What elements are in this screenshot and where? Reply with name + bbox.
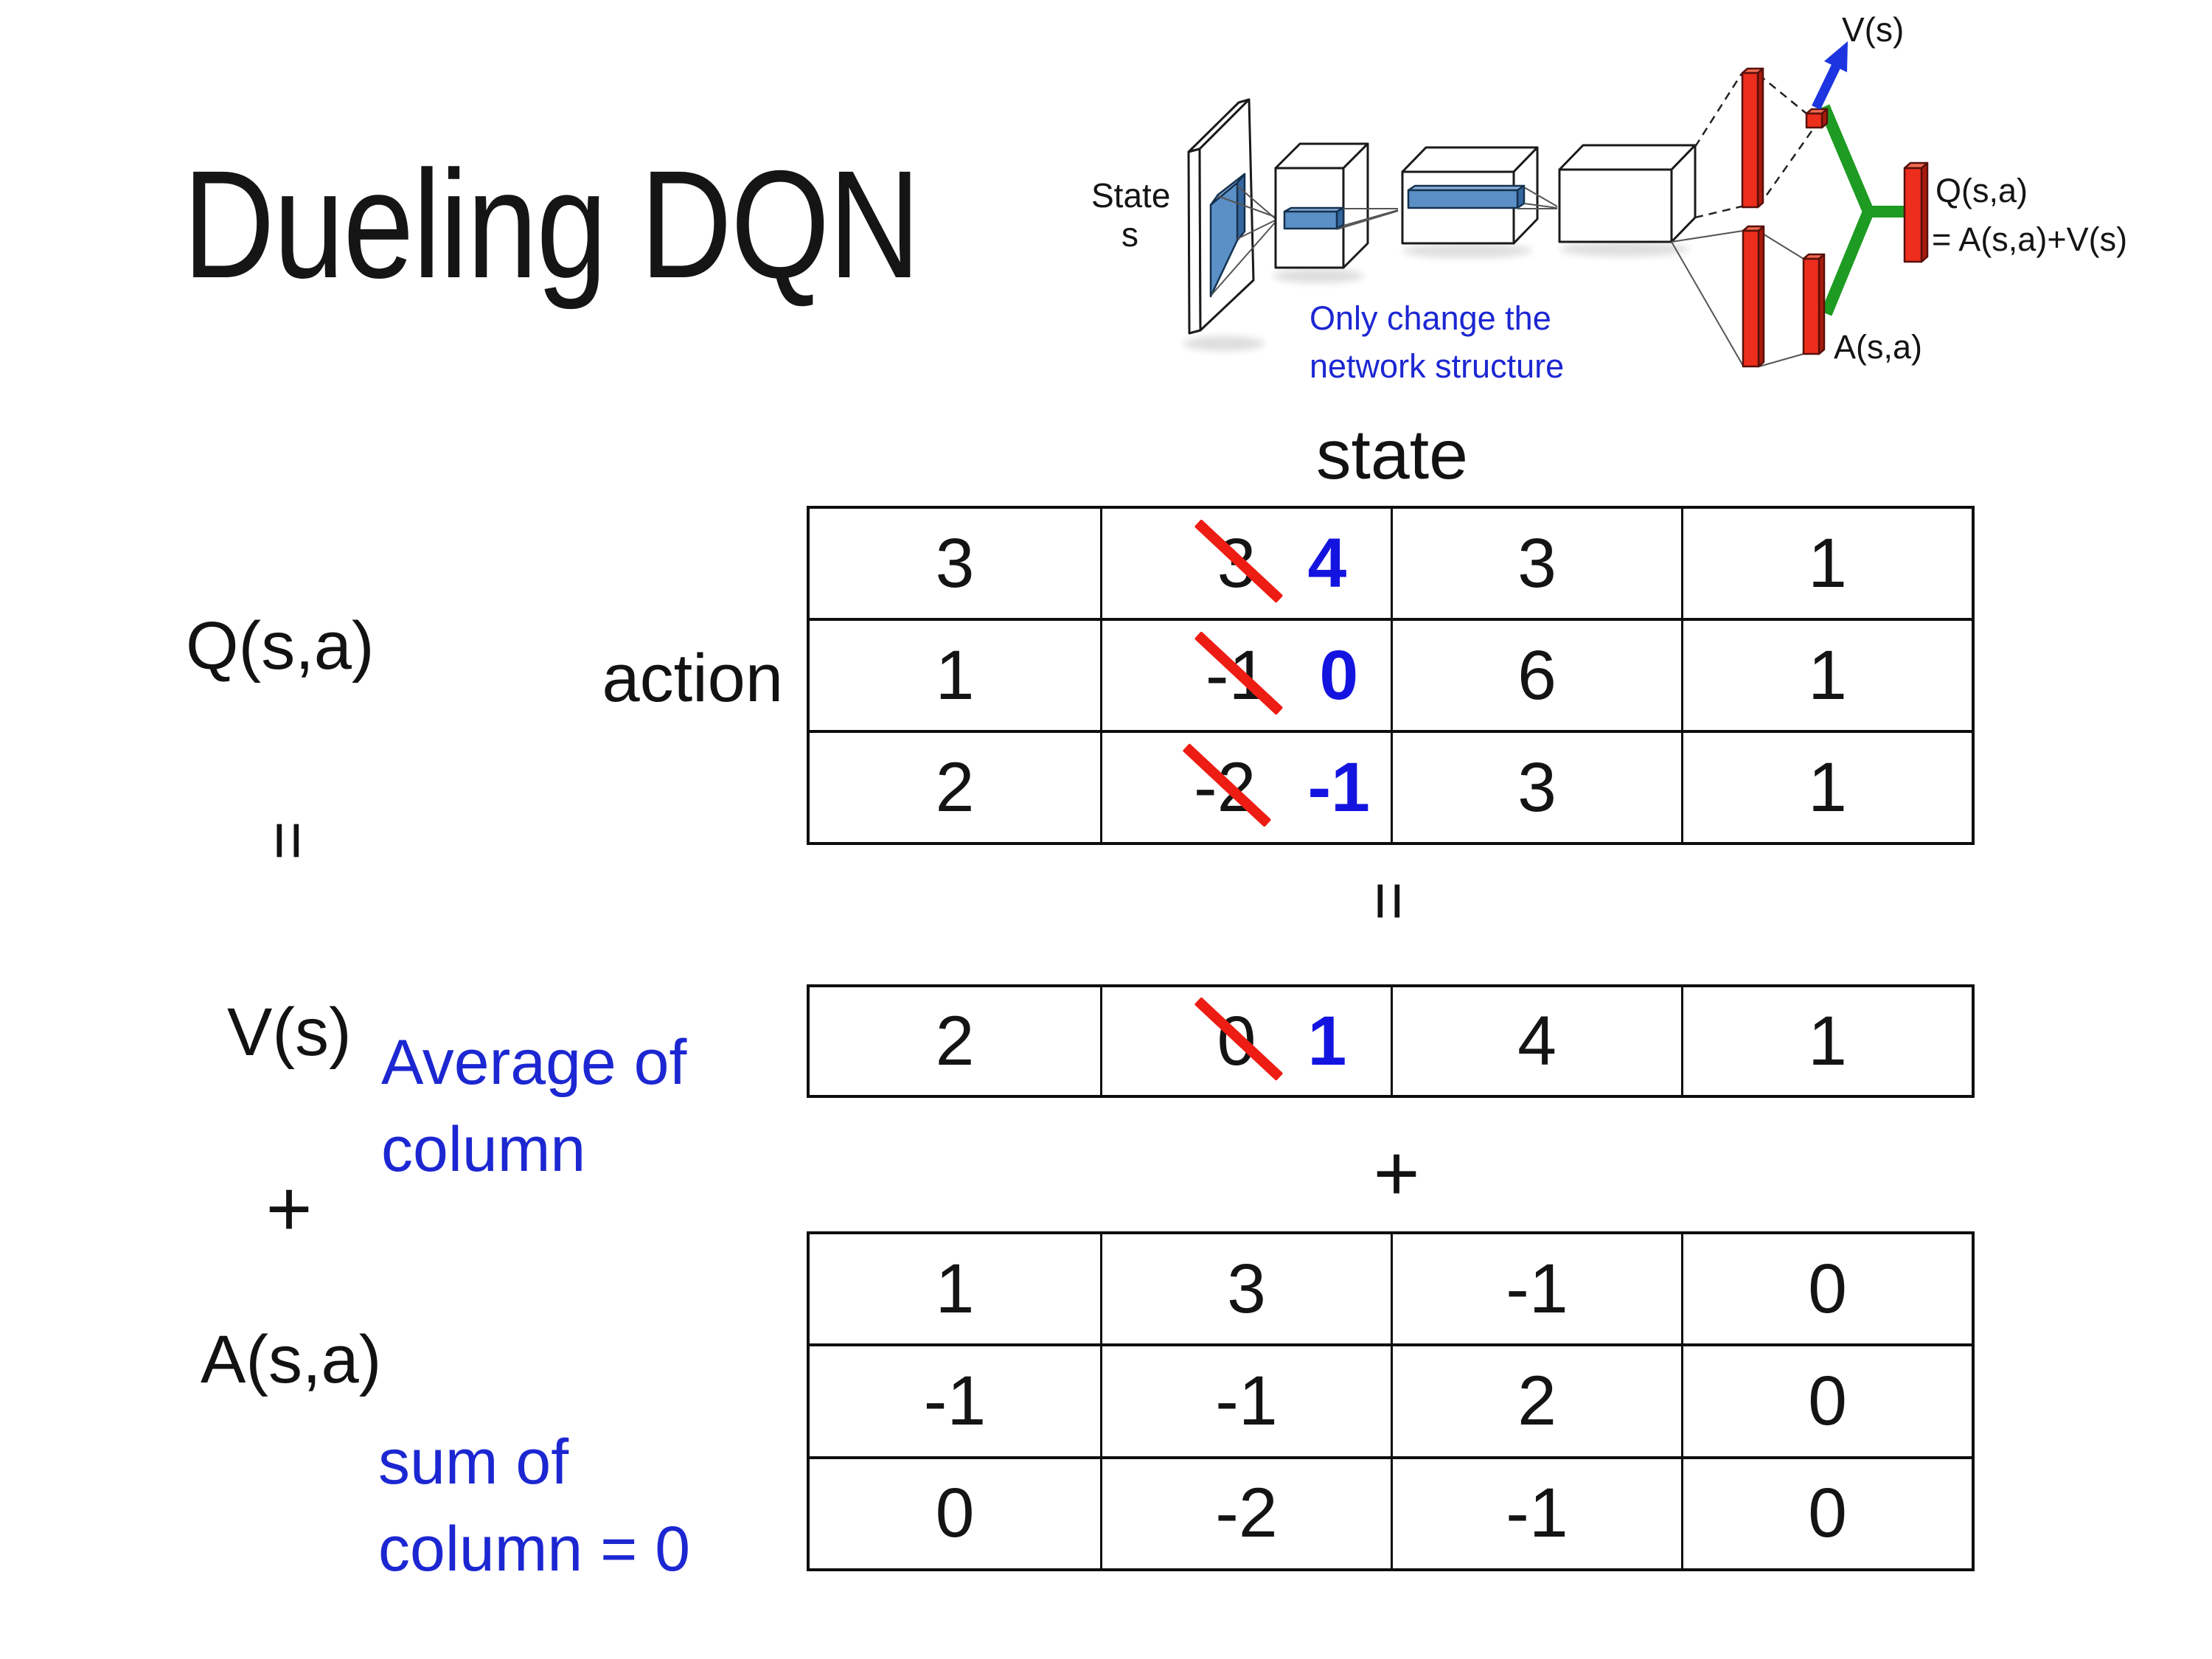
q-cell: 6 <box>1391 621 1681 730</box>
value-stream-bar <box>1741 67 1764 209</box>
q-output-label-line1: Q(s,a) <box>1935 172 2028 209</box>
new-value: 0 <box>1319 636 1359 714</box>
state-input-label: State <box>1091 176 1170 215</box>
v-cell: 2 <box>935 1001 975 1080</box>
v-matrix-label: V(s) <box>227 995 352 1070</box>
conv-box-1 <box>1274 142 1369 269</box>
state-input-label-s: s <box>1121 215 1138 254</box>
q-cell-updated: -1 0 <box>1100 621 1391 730</box>
feature-bar-2 <box>1407 184 1526 209</box>
new-value: 4 <box>1307 524 1347 602</box>
sum-of-column-note: sum of column = 0 <box>378 1419 690 1593</box>
a-table: 1 3 -1 0 -1 -1 2 0 0 -2 -1 0 <box>807 1231 1975 1571</box>
a-cell: 0 <box>1681 1234 1972 1344</box>
table-row: 1 -1 0 6 1 <box>810 618 1972 730</box>
q-cell: 3 <box>1391 509 1681 618</box>
a-cell: -2 <box>1100 1458 1391 1568</box>
a-cell: 3 <box>1100 1234 1391 1344</box>
average-note-line1: Average of <box>381 1027 687 1098</box>
q-cell: 3 <box>1391 733 1681 842</box>
q-cell: 1 <box>1681 621 1972 730</box>
conv-box-3 <box>1558 144 1697 243</box>
feature-bar-1 <box>1283 206 1345 230</box>
note-line2: network structure <box>1310 347 1564 385</box>
fc-layer-bars <box>1741 67 1929 368</box>
note-line1: Only change the <box>1310 299 1551 337</box>
equals-sign-middle: = <box>1352 881 1427 921</box>
old-value-wrap: 0 <box>1194 997 1284 1082</box>
state-axis-label: state <box>1316 416 1468 494</box>
average-note-line2: column <box>381 1114 586 1185</box>
new-value: -1 <box>1307 748 1370 827</box>
q-cell: 1 <box>935 636 975 714</box>
advantage-stream-bar <box>1742 225 1765 368</box>
table-row: 2 -2 -1 3 1 <box>810 730 1972 842</box>
a-matrix-label: A(s,a) <box>201 1322 382 1397</box>
merge-connector <box>1818 104 1912 316</box>
advantage-vector-bar <box>1802 253 1826 355</box>
conv-cone-3 <box>1517 187 1558 209</box>
equals-sign-left: = <box>251 821 326 860</box>
conv-cone-1 <box>1211 185 1276 296</box>
q-output-bar <box>1903 161 1929 263</box>
plus-sign-left: + <box>265 1164 313 1253</box>
a-cell: 1 <box>935 1249 975 1328</box>
old-value-wrap: -2 <box>1182 743 1272 828</box>
a-cell: -1 <box>1391 1458 1681 1568</box>
page-title: Dueling DQN <box>183 139 920 310</box>
q-cell: 3 <box>935 524 975 602</box>
q-output-label-line2: = A(s,a)+V(s) <box>1932 220 2127 258</box>
table-row: 2 0 1 4 1 <box>810 987 1972 1095</box>
value-scalar-box <box>1805 108 1829 129</box>
q-cell: 1 <box>1681 733 1972 842</box>
a-output-label: A(s,a) <box>1834 328 1922 366</box>
q-cell-updated: -2 -1 <box>1100 733 1391 842</box>
action-axis-label: action <box>602 641 784 716</box>
average-of-column-note: Average of column <box>381 1019 686 1193</box>
table-row: -1 -1 2 0 <box>810 1343 1972 1456</box>
q-cell: 1 <box>1681 509 1972 618</box>
q-cell: 2 <box>935 748 975 827</box>
a-cell: -1 <box>1391 1234 1681 1344</box>
q-matrix-label: Q(s,a) <box>186 608 375 684</box>
v-output-label: V(s) <box>1842 10 1904 49</box>
conv-cone-2 <box>1336 208 1399 230</box>
a-cell: 0 <box>935 1474 975 1553</box>
dashed-connections <box>1694 73 1815 219</box>
solid-connections <box>1671 230 1804 367</box>
sum-note-line1: sum of <box>378 1427 569 1498</box>
table-row: 0 -2 -1 0 <box>810 1455 1972 1568</box>
new-value: 1 <box>1307 1001 1347 1080</box>
a-cell: 0 <box>1681 1458 1972 1568</box>
value-arrow <box>1812 41 1848 110</box>
table-row: 3 3 4 3 1 <box>810 509 1972 618</box>
a-cell: 0 <box>1681 1346 1972 1456</box>
old-value-wrap: -1 <box>1194 631 1284 716</box>
v-cell-updated: 0 1 <box>1100 987 1391 1095</box>
a-cell: 2 <box>1391 1346 1681 1456</box>
q-cell-updated: 3 4 <box>1100 509 1391 618</box>
sum-note-line2: column = 0 <box>378 1514 691 1585</box>
a-cell: -1 <box>923 1361 987 1440</box>
v-cell: 1 <box>1681 987 1972 1095</box>
box-shadows <box>1183 242 1689 351</box>
q-table: 3 3 4 3 1 1 -1 0 6 1 2 -2 -1 3 1 <box>807 506 1975 845</box>
table-row: 1 3 -1 0 <box>810 1234 1972 1344</box>
network-architecture-diagram: State s V(s) Q(s,a) = A(s,a)+V(s) A(s,a)… <box>1091 10 2127 385</box>
old-value-wrap: 3 <box>1194 519 1284 604</box>
a-cell: -1 <box>1100 1346 1391 1456</box>
plus-sign-middle: + <box>1373 1128 1420 1217</box>
v-table: 2 0 1 4 1 <box>807 984 1975 1098</box>
v-cell: 4 <box>1391 987 1681 1095</box>
